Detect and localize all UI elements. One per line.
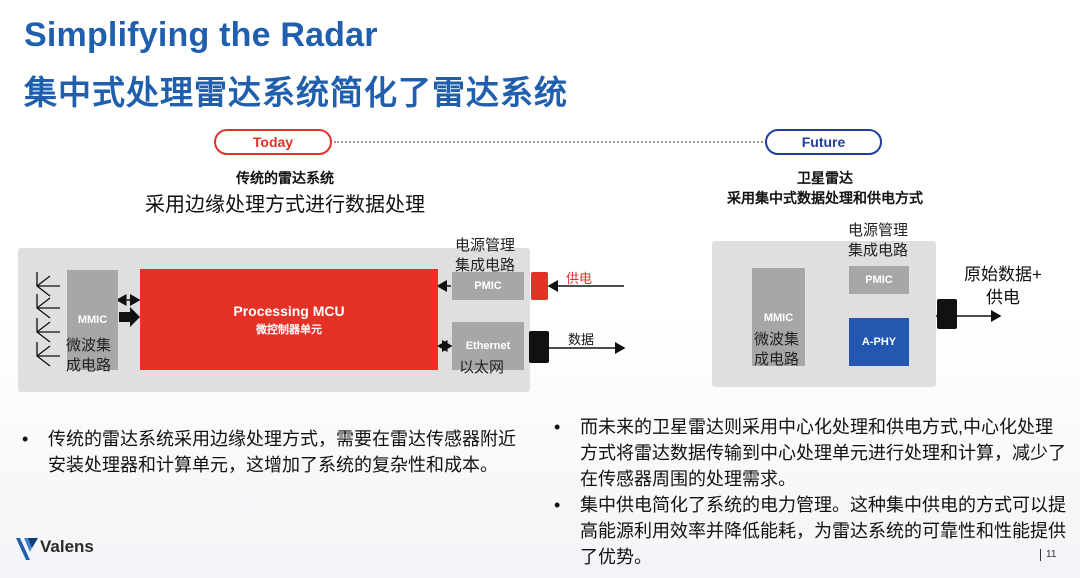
title-english: Simplifying the Radar (24, 16, 378, 54)
power-connector-today (531, 272, 548, 300)
data-connector-today (529, 331, 549, 363)
ethernet-caption: 以太网 (459, 359, 505, 376)
mmic-block-future: MMIC (752, 268, 805, 366)
antenna-icon-group-today (36, 272, 60, 367)
pmic-block-today: PMIC (452, 272, 524, 300)
ethernet-block: Ethernet (452, 322, 524, 370)
pmic-block-future: PMIC (849, 266, 909, 294)
today-pill: Today (214, 129, 332, 155)
today-heading-bold: 传统的雷达系统 (236, 170, 334, 186)
processing-mcu-block: Processing MCU 微控制器单元 (140, 269, 438, 370)
output-label: 原始数据+ 供电 (964, 265, 1042, 307)
future-pill: Future (765, 129, 882, 155)
page-number: 11 (1046, 549, 1057, 560)
pmic-caption-future: 电源管理集成电路 (848, 222, 909, 259)
mcu-subtitle: 微控制器单元 (256, 324, 322, 336)
future-heading-line2: 采用集中式数据处理和供电方式 (727, 190, 923, 206)
power-label: 供电 (566, 271, 593, 286)
bullet-left-1: 传统的雷达系统采用边缘处理方式，需要在雷达传感器附近安装处理器和计算单元，这增加… (20, 426, 520, 478)
future-heading-line1: 卫星雷达 (797, 170, 853, 186)
bullets-left: 传统的雷达系统采用边缘处理方式，需要在雷达传感器附近安装处理器和计算单元，这增加… (20, 426, 520, 478)
title-chinese: 集中式处理雷达系统简化了雷达系统 (24, 74, 568, 111)
bullets-right: 而未来的卫星雷达则采用中心化处理和供电方式,中心化处理方式将雷达数据传输到中心处… (552, 414, 1068, 570)
mmic-label-future: MMIC (763, 312, 794, 324)
mmic-caption-future: 微波集成电路 (754, 331, 800, 368)
data-label: 数据 (568, 332, 595, 347)
mmic-caption-today: 微波集成电路 (66, 337, 112, 374)
today-heading: 采用边缘处理方式进行数据处理 (145, 194, 425, 216)
bullet-right-1: 而未来的卫星雷达则采用中心化处理和供电方式,中心化处理方式将雷达数据传输到中心处… (552, 414, 1068, 492)
page-number-divider (1040, 549, 1041, 561)
mmic-block-today: MMIC (67, 270, 118, 370)
valens-logo-icon (16, 534, 40, 562)
mcu-title: Processing MCU (233, 303, 345, 319)
valens-logo-text: Valens (40, 537, 94, 556)
output-connector-future (937, 299, 957, 329)
bullet-right-2: 集中供电简化了系统的电力管理。这种集中供电的方式可以提高能源利用效率并降低能耗，… (552, 492, 1068, 570)
aphy-block: A-PHY (849, 318, 909, 366)
pmic-caption-today: 电源管理集成电路 (455, 237, 516, 274)
mmic-label-today: MMIC (77, 314, 108, 326)
timeline-dotted-line (334, 141, 763, 143)
